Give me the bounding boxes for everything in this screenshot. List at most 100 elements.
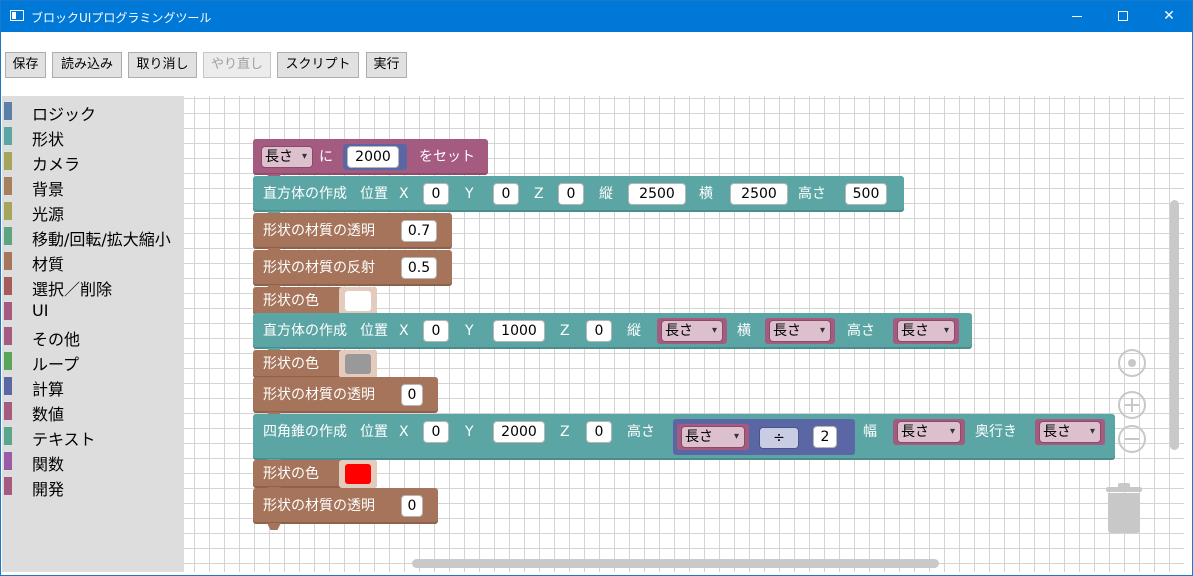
app-icon [10,10,24,21]
category-item[interactable]: 開発 [2,474,184,499]
vertical-scrollbar[interactable] [1170,200,1179,450]
z-input[interactable]: 0 [558,183,584,205]
block-workspace[interactable]: 長さ に 2000 をセット 直方体の作成 位置 X 0 Y 0 Z 0 縦 2… [184,96,1184,572]
variable-wrap: 長さ [677,424,749,450]
z-label: Z [560,424,570,440]
close-button[interactable]: ✕ [1146,1,1192,32]
category-label: ロジック [32,105,97,124]
color-picker-white[interactable] [345,291,371,311]
number-input[interactable]: 2000 [347,146,399,168]
material-alpha-block[interactable]: 形状の材質の透明 0.7 [253,213,452,255]
alpha-input[interactable]: 0 [401,384,423,406]
trash-icon[interactable] [1106,481,1142,535]
category-label: 形状 [32,130,65,149]
zoom-reset-icon[interactable] [1118,349,1146,377]
variable-wrap: 長さ [893,318,959,344]
height-label: 高さ [798,186,826,202]
to-label: に [319,149,333,165]
maximize-button[interactable] [1100,1,1146,32]
create-box-label: 直方体の作成 [263,323,347,339]
category-item[interactable]: 計算 [2,374,184,399]
save-button[interactable]: 保存 [5,52,46,78]
category-item[interactable]: ロジック [2,99,184,124]
category-item[interactable]: 背景 [2,174,184,199]
run-button[interactable]: 実行 [366,52,407,78]
shape-color-block[interactable]: 形状の色 [253,287,377,321]
category-item[interactable]: その他 [2,324,184,349]
z-input[interactable]: 0 [586,421,612,443]
material-reflect-block[interactable]: 形状の材質の反射 0.5 [253,250,452,292]
category-item[interactable]: 関数 [2,449,184,474]
variable-dropdown[interactable]: 長さ [1039,421,1101,443]
load-button[interactable]: 読み込み [52,52,122,78]
height-input[interactable]: 500 [845,183,887,205]
category-label: 背景 [32,180,65,199]
variable-dropdown[interactable]: 長さ [897,421,961,443]
create-pyramid-block[interactable]: 四角錐の作成 位置 X 0 Y 2000 Z 0 高さ 長さ ÷ 2 幅 長さ [253,414,1115,466]
zoom-out-icon[interactable] [1118,425,1146,453]
color-picker-gray[interactable] [345,354,371,374]
color-picker-red[interactable] [345,464,371,484]
close-icon: ✕ [1163,8,1175,24]
category-item[interactable]: 材質 [2,249,184,274]
depth-input[interactable]: 2500 [628,183,686,205]
category-item[interactable]: 光源 [2,199,184,224]
maximize-icon [1118,11,1128,21]
category-item[interactable]: 数値 [2,399,184,424]
redo-button[interactable]: やり直し [203,52,271,78]
shape-color-label: 形状の色 [263,466,319,482]
alpha-input[interactable]: 0.7 [401,220,437,242]
category-item[interactable]: 移動/回転/拡大縮小 [2,224,184,249]
script-button[interactable]: スクリプト [277,52,359,78]
set-variable-block[interactable]: 長さ に 2000 をセット [253,139,488,181]
undo-button[interactable]: 取り消し [128,52,197,78]
division-block[interactable]: 長さ ÷ 2 [673,419,855,455]
category-label: 移動/回転/拡大縮小 [32,230,171,249]
horizontal-scrollbar[interactable] [412,559,939,568]
category-color-bar [4,377,12,395]
window-title: ブロックUIプログラミングツール [31,11,212,25]
variable-dropdown[interactable]: 長さ [769,320,831,342]
variable-dropdown[interactable]: 長さ [261,146,313,168]
category-color-bar [4,127,12,145]
alpha-input[interactable]: 0 [401,495,423,517]
category-item[interactable]: UI [2,299,184,323]
category-item[interactable]: テキスト [2,424,184,449]
y-input[interactable]: 0 [493,183,519,205]
material-alpha-block[interactable]: 形状の材質の透明 0 [253,488,438,530]
height-label: 高さ [627,424,655,440]
x-input[interactable]: 0 [423,320,449,342]
material-alpha-block[interactable]: 形状の材質の透明 0 [253,377,438,419]
reflect-input[interactable]: 0.5 [401,257,437,279]
minimize-button[interactable] [1054,1,1100,32]
color-field [339,287,377,315]
title-bar[interactable]: ブロックUIプログラミングツール ✕ [1,1,1192,32]
y-label: Y [465,186,474,202]
shape-color-block[interactable]: 形状の色 [253,350,377,384]
y-input[interactable]: 2000 [493,421,545,443]
z-input[interactable]: 0 [586,320,612,342]
variable-wrap: 長さ [893,419,965,445]
divisor-input[interactable]: 2 [813,426,837,448]
create-box-block-2[interactable]: 直方体の作成 位置 X 0 Y 1000 Z 0 縦 長さ 横 長さ 高さ 長さ [253,313,972,355]
x-input[interactable]: 0 [423,183,449,205]
width-input[interactable]: 2500 [730,183,788,205]
category-item[interactable]: 選択／削除 [2,274,184,299]
y-input[interactable]: 1000 [493,320,545,342]
operator-dropdown[interactable]: ÷ [759,427,799,449]
set-label: をセット [419,149,475,165]
shape-color-block[interactable]: 形状の色 [253,460,377,494]
variable-dropdown[interactable]: 長さ [681,426,745,448]
category-color-bar [4,152,12,170]
category-item[interactable]: 形状 [2,124,184,149]
zoom-in-icon[interactable] [1118,391,1146,419]
category-item[interactable]: ループ [2,349,184,374]
variable-dropdown[interactable]: 長さ [661,320,723,342]
variable-dropdown[interactable]: 長さ [897,320,955,342]
x-label: X [399,323,409,339]
category-item[interactable]: カメラ [2,149,184,174]
x-input[interactable]: 0 [423,421,449,443]
category-label: 開発 [32,480,65,499]
depth-label: 奥行き [975,424,1017,440]
create-box-block[interactable]: 直方体の作成 位置 X 0 Y 0 Z 0 縦 2500 横 2500 高さ 5… [253,176,904,218]
